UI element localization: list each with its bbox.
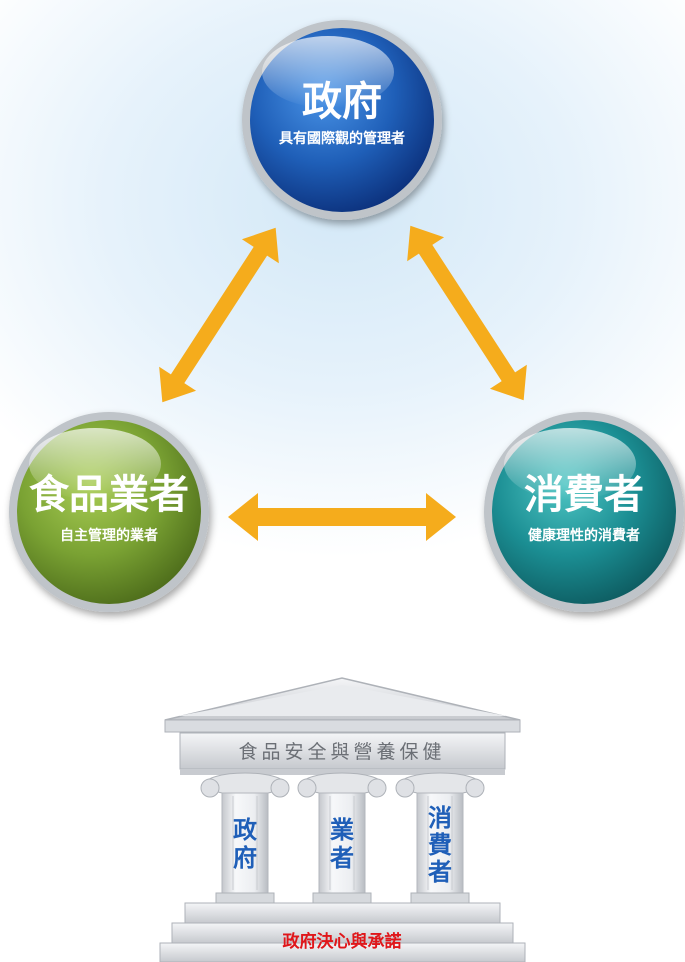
temple-banner-text: 食品安全與營養保健 [238,741,445,763]
temple-foundation [184,902,501,924]
temple-foundation-text: 政府決心與承諾 [283,931,402,952]
consumer-subtitle: 健康理性的消費者 [528,527,640,544]
consumer-node: 消費者 健康理性的消費者 [484,412,684,612]
arrow-industry-consumer [228,493,456,541]
pillar-government-label-2: 府 [233,844,257,872]
industry-title: 食品業者 [29,472,189,518]
pillar-consumer: 消 費 者 [395,772,485,904]
industry-node: 食品業者 自主管理的業者 [9,412,209,612]
industry-subtitle: 自主管理的業者 [60,527,158,544]
government-title: 政府 [302,79,382,125]
pillar-industry: 業 者 [297,772,387,904]
pillar-consumer-label-3: 者 [428,858,452,886]
government-subtitle: 具有國際觀的管理者 [278,130,405,147]
pillar-industry-label-1: 業 [330,816,354,844]
pillar-consumer-label-2: 費 [428,831,452,859]
arrow-government-industry [159,227,279,403]
government-node: 政府 具有國際觀的管理者 [242,20,442,220]
consumer-title: 消費者 [524,472,644,518]
arrow-government-consumer [407,225,527,401]
temple: 食品安全與營養保健 政 府 業 者 [159,677,526,962]
pillar-government-label-1: 政 [233,816,257,844]
pillar-industry-label-2: 者 [330,844,354,872]
pillar-consumer-label-1: 消 [428,804,452,832]
pillar-government: 政 府 [200,772,290,904]
temple-banner [179,732,506,770]
